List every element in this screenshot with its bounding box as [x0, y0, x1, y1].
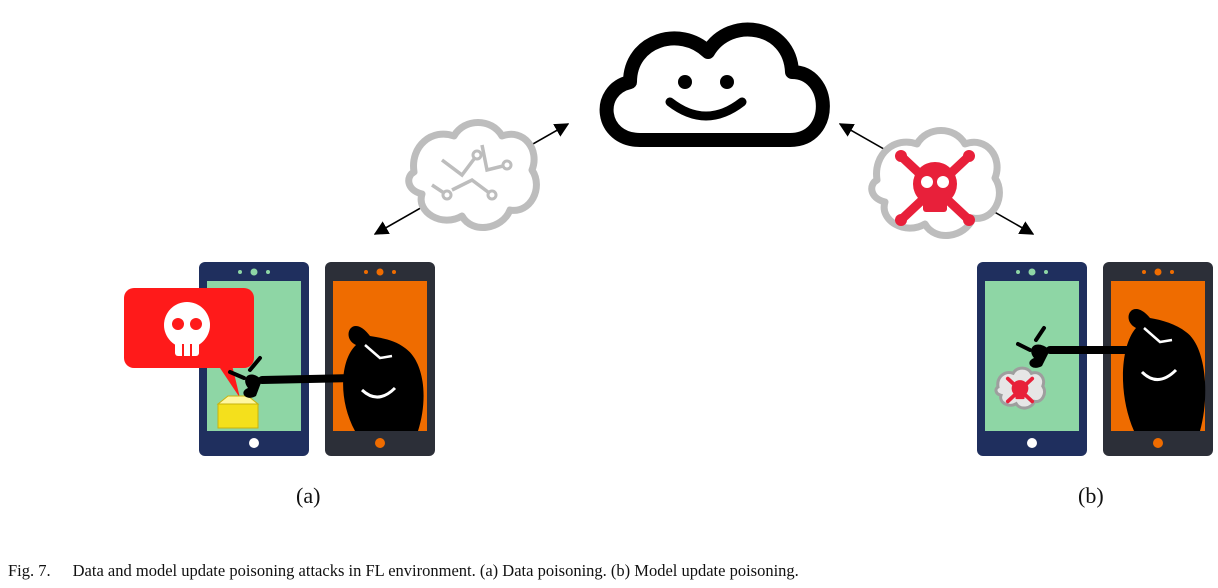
skull-icon [164, 302, 210, 356]
panel-label-b: (b) [1078, 483, 1104, 508]
figure-number: Fig. 7. [8, 561, 51, 580]
folder-icon [216, 395, 260, 429]
brain-circuit-icon [405, 119, 540, 231]
panel-label-a: (a) [296, 483, 321, 508]
cloud-smiley-icon [599, 22, 830, 147]
poisoned-brain-icon [868, 127, 1003, 239]
caption-text: Data and model update poisoning attacks … [72, 561, 799, 580]
skull-crossbones-icon [895, 150, 975, 226]
figure-caption: Fig. 7. Data and model update poisoning a… [8, 561, 799, 581]
smartphone-icon [977, 262, 1087, 456]
alert-bubble [124, 288, 254, 398]
hacker-icon [228, 326, 424, 431]
hacker-icon [1016, 308, 1206, 431]
poisoned-brain-small-icon [994, 366, 1046, 410]
data-poisoning-scene [124, 262, 435, 456]
model-poisoning-scene [977, 262, 1213, 456]
